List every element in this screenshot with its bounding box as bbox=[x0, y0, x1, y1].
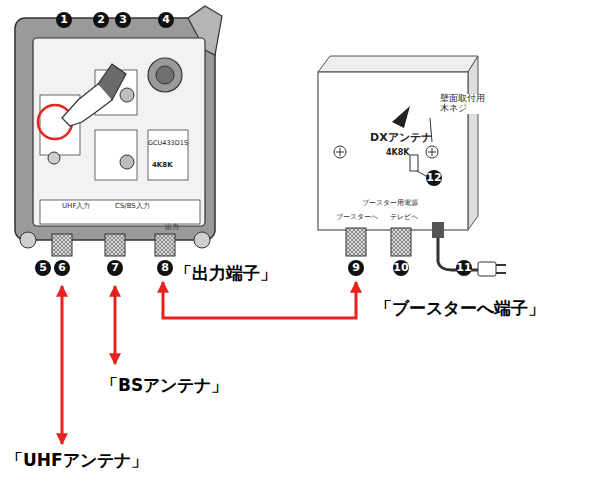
callout-number: 6 bbox=[54, 260, 70, 276]
callout-number: 1 bbox=[56, 12, 72, 28]
leader-line bbox=[417, 171, 426, 176]
booster-housing bbox=[15, 6, 222, 248]
callout-number: 9 bbox=[348, 260, 364, 276]
node-text: テレビへ bbox=[390, 214, 418, 221]
booster-unit: UHF入力 CS/BS入力出力 GCU433D1S 4K8K bbox=[15, 12, 215, 280]
node-text: 4K8K bbox=[152, 162, 173, 170]
callout-number: 8 bbox=[157, 260, 173, 276]
node-text: ブースター用電源 bbox=[362, 200, 418, 208]
terminal-label: 「出力端子」 bbox=[174, 264, 278, 283]
callout-number: 7 bbox=[107, 260, 123, 276]
node-text: CS/BS入力 bbox=[115, 203, 150, 211]
node-text: ブースターへ bbox=[336, 214, 378, 221]
terminal-label: 「UHFアンテナ」 bbox=[5, 451, 149, 470]
power-supply-unit bbox=[318, 56, 506, 276]
node-text: DXアンテナ bbox=[370, 132, 432, 144]
booster-terminals bbox=[52, 234, 175, 256]
callout-number: 2 bbox=[93, 12, 109, 28]
node-text: 4K8K bbox=[386, 149, 410, 158]
callout-number: 4 bbox=[158, 12, 174, 28]
callout-number: 11 bbox=[456, 260, 472, 276]
node-text: 出力 bbox=[165, 224, 179, 232]
node-text: UHF入力 bbox=[62, 203, 90, 211]
callout-number: 10 bbox=[393, 260, 409, 276]
connector-arrow bbox=[163, 282, 356, 318]
callout-number: 12 bbox=[426, 170, 442, 186]
part-label: 壁面取付用 木ネジ bbox=[440, 94, 490, 114]
antenna-arrow bbox=[114, 286, 117, 364]
callout-number: 5 bbox=[35, 260, 51, 276]
node-text: GCU433D1S bbox=[148, 140, 188, 147]
terminal-label: 「BSアンテナ」 bbox=[100, 376, 229, 395]
terminal-label: 「ブースターへ端子」 bbox=[374, 299, 546, 318]
power-supply-unit: DXアンテナ 4K8K ブースター用電源ブースターへ テレビへ bbox=[318, 52, 473, 280]
antenna-arrow bbox=[61, 286, 64, 444]
callout-number: 3 bbox=[115, 12, 131, 28]
